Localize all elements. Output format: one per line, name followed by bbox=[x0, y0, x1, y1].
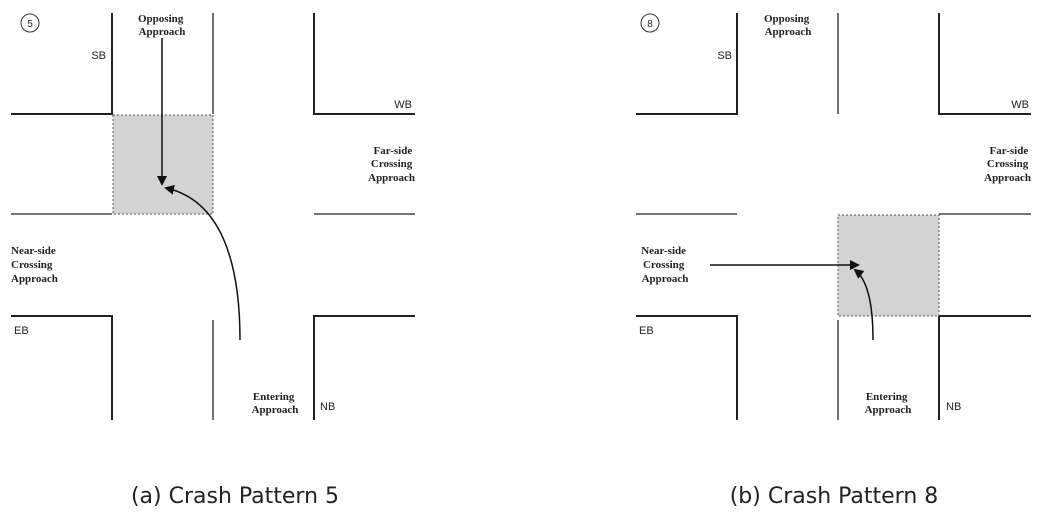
caption-a: (a) Crash Pattern 5 bbox=[131, 484, 339, 509]
near-side-crossing-approach-label-a: Near-side Crossing Approach bbox=[11, 245, 59, 285]
curb-sw-b bbox=[636, 315, 738, 420]
entering-approach-label-a: Entering Approach bbox=[252, 391, 299, 416]
curb-nw-b bbox=[636, 13, 738, 115]
panel-b: 8 Opposing Approach SB WB Far-side Cross… bbox=[636, 13, 1031, 509]
svg-text:8: 8 bbox=[647, 19, 653, 30]
svg-text:5: 5 bbox=[27, 19, 33, 30]
curb-ne-a bbox=[313, 13, 415, 115]
wb-label-b: WB bbox=[1011, 99, 1029, 111]
eb-label-b: EB bbox=[639, 325, 654, 337]
opposing-approach-label-b: Opposing Approach bbox=[764, 13, 812, 38]
entering-approach-label-b: Entering Approach bbox=[865, 391, 912, 416]
near-side-crossing-approach-label-b: Near-side Crossing Approach bbox=[641, 245, 689, 285]
conflict-area-a bbox=[112, 114, 214, 215]
far-side-crossing-approach-label-b: Far-side Crossing Approach bbox=[984, 145, 1031, 184]
opposing-approach-label-a: Opposing Approach bbox=[138, 13, 186, 38]
curb-sw-a bbox=[11, 315, 113, 420]
pattern-badge-b: 8 bbox=[640, 13, 660, 33]
far-side-crossing-approach-label-a: Far-side Crossing Approach bbox=[368, 145, 415, 184]
eb-label-a: EB bbox=[14, 325, 29, 337]
pattern-badge-a: 5 bbox=[20, 13, 40, 33]
wb-label-a: WB bbox=[394, 99, 412, 111]
panel-a: 5 Opposing Approach SB WB Far-side Cross… bbox=[11, 13, 415, 509]
left-turn-arrow-b bbox=[853, 268, 874, 341]
caption-b: (b) Crash Pattern 8 bbox=[730, 484, 939, 509]
nb-label-a: NB bbox=[320, 401, 335, 413]
left-turn-arrow-a bbox=[164, 184, 241, 341]
sb-label-b: SB bbox=[717, 50, 732, 62]
curb-nw-a bbox=[11, 13, 113, 115]
curb-se-a bbox=[313, 315, 415, 420]
curb-ne-b bbox=[938, 13, 1031, 115]
sb-label-a: SB bbox=[91, 50, 106, 62]
nb-label-b: NB bbox=[946, 401, 961, 413]
